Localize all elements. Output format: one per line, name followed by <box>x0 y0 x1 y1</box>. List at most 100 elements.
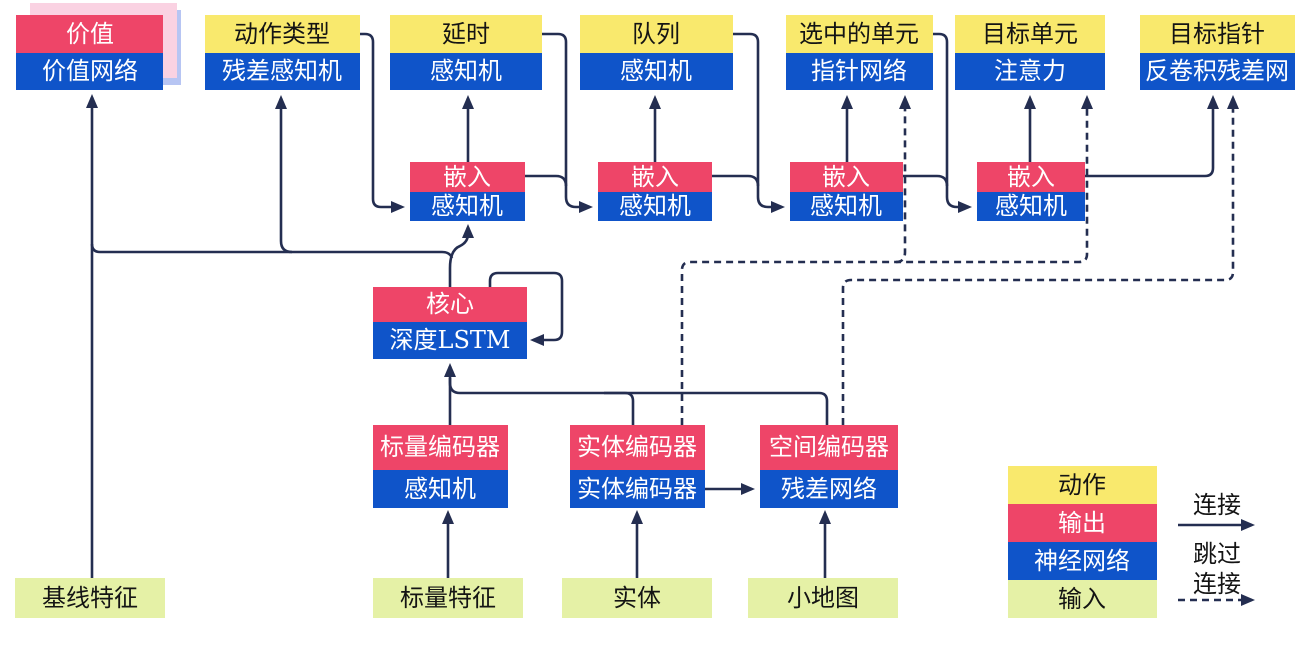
selected-units-body-label: 指针网络 <box>811 57 907 85</box>
entity-encoder-body-box <box>570 470 705 508</box>
embed3-body-box <box>790 192 903 221</box>
baseline-features-box <box>15 578 165 618</box>
node-baseline-features: 基线特征 <box>15 578 165 618</box>
node-scalar-encoder: 标量编码器 感知机 <box>373 425 508 508</box>
legend-output-swatch <box>1008 504 1157 542</box>
node-embed1: 嵌入 感知机 <box>410 162 525 221</box>
embed3-body-label: 感知机 <box>810 192 882 220</box>
edge-entityencoder-to-core <box>604 391 635 425</box>
embed2-body-box <box>598 192 712 221</box>
target-unit-body-label: 注意力 <box>994 57 1066 85</box>
value-header-label: 价值 <box>66 20 114 48</box>
value-body-label: 价值网络 <box>42 57 138 85</box>
target-pointer-body-label: 反卷积残差网 <box>1145 57 1289 85</box>
minimap-box <box>748 578 898 618</box>
embed4-body-box <box>977 192 1085 221</box>
edge-skip-entity-to-selected <box>895 95 911 264</box>
baseline-features-label: 基线特征 <box>42 584 138 612</box>
embed3-header-label: 嵌入 <box>822 163 870 191</box>
delay-body-box <box>390 53 542 90</box>
node-target-unit: 目标单元 注意力 <box>955 15 1105 90</box>
target-pointer-header-label: 目标指针 <box>1169 20 1265 48</box>
node-scalar-features: 标量特征 <box>373 578 523 618</box>
node-target-pointer: 目标指针 反卷积残差网 <box>1140 15 1295 90</box>
delay-header-label: 延时 <box>442 20 490 48</box>
embed1-header-box <box>410 162 525 192</box>
queue-body-box <box>580 53 733 90</box>
scalar-encoder-body-box <box>373 470 508 508</box>
scalar-encoder-header-box <box>373 425 508 470</box>
embed2-header-box <box>598 162 712 192</box>
queue-header-box <box>580 15 733 53</box>
edge-spatialencoder-to-core <box>448 378 829 425</box>
spatial-encoder-body-box <box>760 470 898 508</box>
scalar-features-box <box>373 578 523 618</box>
legend-skip-label-line1: 跳过 <box>1193 540 1241 568</box>
core-body-label: 深度LSTM <box>390 326 511 354</box>
node-spatial-encoder: 空间编码器 残差网络 <box>760 425 898 508</box>
scalar-features-label: 标量特征 <box>400 584 496 612</box>
node-action-type: 动作类型 残差感知机 <box>205 15 360 90</box>
core-header-box <box>373 287 527 322</box>
selected-units-header-label: 选中的单元 <box>799 20 919 48</box>
edge-embed1-to-embed2 <box>525 174 568 187</box>
minimap-label: 小地图 <box>787 584 859 612</box>
edge-core-to-embed1 <box>448 224 474 287</box>
legend-output-label: 输出 <box>1058 509 1106 537</box>
embed2-header-label: 嵌入 <box>631 163 679 191</box>
embed4-body-label: 感知机 <box>995 192 1067 220</box>
queue-header-label: 队列 <box>632 20 680 48</box>
embed1-header-label: 嵌入 <box>443 163 491 191</box>
spatial-encoder-header-box <box>760 425 898 470</box>
value-body-box <box>16 53 163 90</box>
embed1-body-box <box>410 192 525 221</box>
entities-box <box>562 578 712 618</box>
entities-label: 实体 <box>613 584 661 612</box>
node-queue: 队列 感知机 <box>580 15 733 90</box>
node-value: 价值 价值网络 <box>16 3 181 90</box>
spatial-encoder-body-label: 残差网络 <box>781 475 877 503</box>
action-type-header-box <box>205 15 360 53</box>
edge-branch-to-actiontype <box>275 95 293 254</box>
value-header-box <box>16 15 163 53</box>
target-unit-header-label: 目标单元 <box>982 20 1078 48</box>
legend-action-swatch <box>1008 466 1157 504</box>
selected-units-body-box <box>786 53 933 90</box>
scalar-encoder-body-label: 感知机 <box>404 475 476 503</box>
target-unit-header-box <box>955 15 1105 53</box>
node-entities: 实体 <box>562 578 712 618</box>
edge-core-left-branch <box>90 243 454 259</box>
node-embed2: 嵌入 感知机 <box>598 162 712 221</box>
legend-connection-label: 连接 <box>1193 491 1241 519</box>
edge-embed4-to-targetpointer <box>1085 95 1219 178</box>
queue-body-label: 感知机 <box>620 57 692 85</box>
entity-encoder-header-label: 实体编码器 <box>577 433 697 461</box>
delay-body-label: 感知机 <box>430 57 502 85</box>
legend: 动作 输出 神经网络 输入 连接 跳过 连接 <box>1008 466 1255 618</box>
legend-action-label: 动作 <box>1058 471 1106 499</box>
edge-skip-entity-to-targetunit <box>680 95 1093 425</box>
legend-network-swatch <box>1008 542 1157 580</box>
node-embed4: 嵌入 感知机 <box>977 162 1085 221</box>
delay-header-box <box>390 15 542 53</box>
legend-input-swatch <box>1008 580 1157 618</box>
edge-embed2-to-embed3 <box>712 174 760 187</box>
node-minimap: 小地图 <box>748 578 898 618</box>
legend-skip-label-line2: 连接 <box>1193 570 1241 598</box>
embed3-header-box <box>790 162 903 192</box>
selected-units-header-box <box>786 15 933 53</box>
node-delay: 延时 感知机 <box>390 15 542 90</box>
edge-delay-to-embed2 <box>542 32 593 213</box>
scalar-encoder-header-label: 标量编码器 <box>380 433 500 461</box>
embed4-header-label: 嵌入 <box>1007 163 1055 191</box>
spatial-encoder-header-label: 空间编码器 <box>769 433 889 461</box>
node-entity-encoder: 实体编码器 实体编码器 <box>570 425 705 508</box>
edge-skip-spatial-to-targetpointer <box>841 95 1239 425</box>
node-embed3: 嵌入 感知机 <box>790 162 903 221</box>
node-core: 核心 深度LSTM <box>373 287 527 359</box>
node-selected-units: 选中的单元 指针网络 <box>786 15 933 90</box>
edge-core-self-loop <box>488 271 564 346</box>
legend-input-label: 输入 <box>1058 585 1106 613</box>
